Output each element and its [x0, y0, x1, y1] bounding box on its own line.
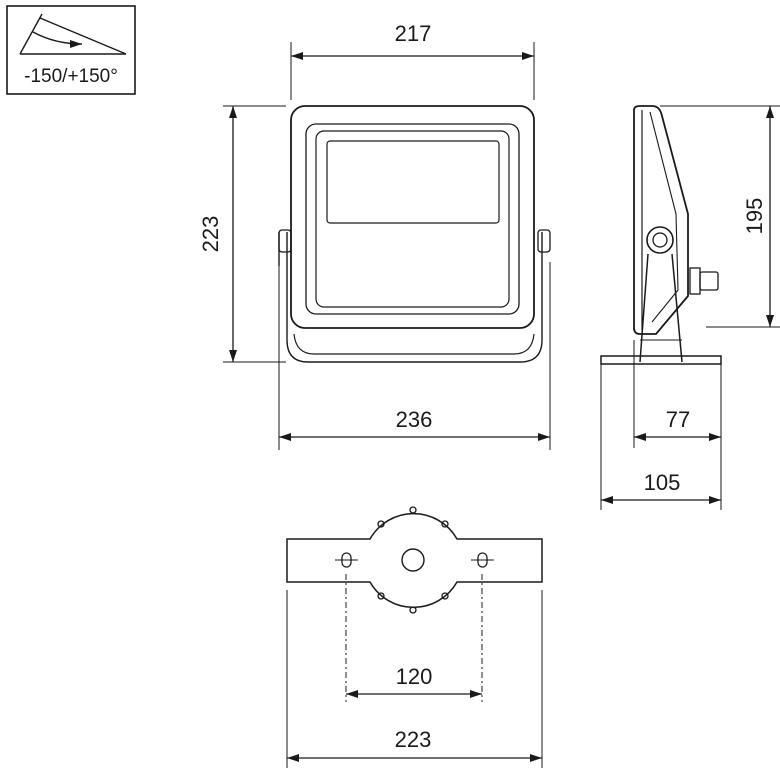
dim-plate-width: 223: [395, 727, 432, 752]
side-view: 195 77 105: [600, 105, 780, 510]
side-pivot-knob: [646, 226, 674, 254]
side-housing: [633, 105, 689, 335]
front-bezel-inner: [315, 130, 510, 308]
side-connector: [689, 267, 701, 295]
dim-side-depth-body: 77: [666, 407, 690, 432]
dim-front-width-top: 217: [395, 21, 432, 46]
front-housing: [290, 105, 535, 329]
dim-front-height: 223: [198, 216, 223, 253]
front-bracket: [278, 232, 543, 363]
front-pivot-left: [278, 229, 292, 253]
front-bracket-inner: [293, 333, 535, 355]
bolt-holes: [377, 506, 449, 614]
center-hole: [401, 548, 425, 572]
side-base-plate: [600, 355, 722, 365]
mount-plate-outline: [286, 512, 543, 609]
mount-plate-view: 120 223: [286, 506, 543, 768]
dim-side-depth-total: 105: [644, 470, 681, 495]
tilt-angle-label: -150/+150°: [24, 66, 118, 87]
side-post: [639, 253, 683, 363]
front-pivot-right: [537, 229, 551, 253]
tilt-box-frame: [6, 5, 136, 95]
dim-front-width-bracket: 236: [396, 407, 433, 432]
front-view: 217 223 236: [198, 21, 551, 450]
dim-side-height: 195: [742, 198, 767, 235]
tilt-angle-icon: [19, 13, 127, 55]
led-panel: [326, 140, 500, 224]
front-bezel: [305, 123, 520, 315]
tilt-angle-box: -150/+150°: [6, 5, 136, 95]
dim-plate-hole-spacing: 120: [396, 664, 433, 689]
